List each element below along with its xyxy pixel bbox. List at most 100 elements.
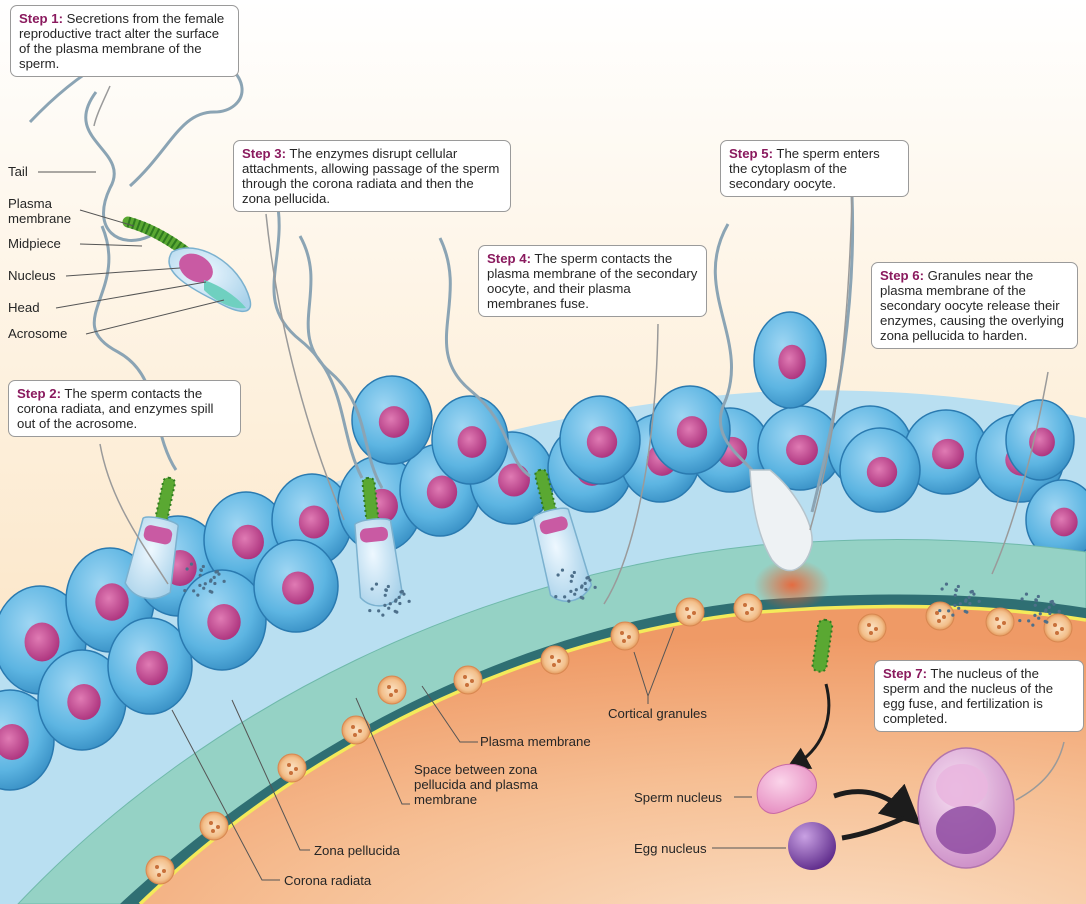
label-zona-pellucida: Zona pellucida xyxy=(314,843,400,858)
enzyme-speckle xyxy=(1034,598,1037,601)
step-1-label: Step 1: xyxy=(19,11,63,26)
enzyme-speckle xyxy=(954,594,957,597)
enzyme-speckle xyxy=(371,587,374,590)
enzyme-speckle xyxy=(951,613,954,616)
enzyme-speckle xyxy=(402,593,405,596)
enzyme-speckle xyxy=(594,586,597,589)
label-nucleus: Nucleus xyxy=(8,268,56,283)
corona-cell xyxy=(560,396,640,484)
label-acrosome: Acrosome xyxy=(8,326,67,341)
egg-nucleus xyxy=(788,822,836,870)
enzyme-speckle xyxy=(408,600,411,603)
cortical-granule xyxy=(676,598,704,626)
enzyme-speckle xyxy=(580,596,583,599)
enzyme-speckle xyxy=(387,607,390,610)
step-4-callout: Step 4: The sperm contacts the plasma me… xyxy=(478,245,707,317)
enzyme-speckle xyxy=(202,587,205,590)
enzyme-speckle xyxy=(1048,612,1051,615)
corona-cell xyxy=(178,570,266,670)
step-5-callout: Step 5: The sperm enters the cytoplasm o… xyxy=(720,140,909,197)
corona-cell xyxy=(352,376,432,464)
enzyme-speckle xyxy=(199,568,202,571)
corona-cell xyxy=(840,428,920,512)
enzyme-speckle xyxy=(941,587,944,590)
enzyme-speckle xyxy=(1021,597,1024,600)
enzyme-speckle xyxy=(947,609,950,612)
enzyme-speckle xyxy=(968,602,971,605)
cortical-granule xyxy=(278,754,306,782)
enzyme-speckle xyxy=(1039,612,1042,615)
enzyme-speckle xyxy=(196,593,199,596)
cortical-granule xyxy=(986,608,1014,636)
step-6-label: Step 6: xyxy=(880,268,924,283)
cortical-granule xyxy=(454,666,482,694)
corona-cell xyxy=(650,386,730,474)
enzyme-speckle xyxy=(190,563,193,566)
enzyme-speckle xyxy=(573,571,576,574)
enzyme-speckle xyxy=(387,585,390,588)
enzyme-speckle xyxy=(569,590,572,593)
enzyme-speckle xyxy=(1018,619,1021,622)
enzyme-speckle xyxy=(394,610,397,613)
enzyme-speckle xyxy=(580,586,583,589)
step-3-label: Step 3: xyxy=(242,146,286,161)
enzyme-speckle xyxy=(1044,620,1047,623)
enzyme-speckle xyxy=(209,590,212,593)
cortical-granule xyxy=(1044,614,1072,642)
enzyme-speckle xyxy=(573,593,576,596)
enzyme-speckle xyxy=(213,576,216,579)
step-2-label: Step 2: xyxy=(17,386,61,401)
enzyme-speckle xyxy=(954,588,957,591)
cortical-granule xyxy=(541,646,569,674)
enzyme-speckle xyxy=(1034,604,1037,607)
enzyme-speckle xyxy=(959,602,962,605)
enzyme-speckle xyxy=(384,594,387,597)
step-6-callout: Step 6: Granules near the plasma membran… xyxy=(871,262,1078,349)
label-midpiece: Midpiece xyxy=(8,236,61,251)
enzyme-speckle xyxy=(1025,593,1028,596)
enzyme-speckle xyxy=(1048,606,1051,609)
enzyme-speckle xyxy=(964,600,967,603)
enzyme-speckle xyxy=(1031,623,1034,626)
enzyme-speckle xyxy=(398,602,401,605)
label-head: Head xyxy=(8,300,40,315)
enzyme-speckle xyxy=(183,589,186,592)
enzyme-speckle xyxy=(394,600,397,603)
enzyme-speckle xyxy=(1027,619,1030,622)
enzyme-speckle xyxy=(1037,595,1040,598)
step-5-label: Step 5: xyxy=(729,146,773,161)
enzyme-speckle xyxy=(1033,614,1036,617)
enzyme-speckle xyxy=(938,609,941,612)
label-egg-nucleus: Egg nucleus xyxy=(634,841,707,856)
enzyme-speckle xyxy=(563,595,566,598)
enzyme-speckle xyxy=(368,609,371,612)
enzyme-speckle xyxy=(588,579,591,582)
enzyme-speckle xyxy=(567,599,570,602)
enzyme-speckle xyxy=(217,573,220,576)
enzyme-speckle xyxy=(570,574,573,577)
enzyme-speckle xyxy=(584,582,587,585)
step-7-label: Step 7: xyxy=(883,666,927,681)
enzyme-speckle xyxy=(204,582,207,585)
enzyme-speckle xyxy=(964,610,967,613)
label-corona-radiata: Corona radiata xyxy=(284,873,371,888)
step-1-callout: Step 1: Secretions from the female repro… xyxy=(10,5,239,77)
corona-cell xyxy=(754,312,826,408)
enzyme-speckle xyxy=(978,600,981,603)
enzyme-speckle xyxy=(1044,610,1047,613)
enzyme-speckle xyxy=(199,574,202,577)
label-cortical-granules: Cortical granules xyxy=(608,706,707,721)
enzyme-speckle xyxy=(375,583,378,586)
cortical-granule xyxy=(734,594,762,622)
enzyme-speckle xyxy=(957,585,960,588)
fused-nuclei xyxy=(918,748,1014,868)
enzyme-speckle xyxy=(561,569,564,572)
enzyme-speckle xyxy=(1052,603,1055,606)
enzyme-speckle xyxy=(209,580,212,583)
enzyme-speckle xyxy=(953,604,956,607)
enzyme-speckle xyxy=(213,582,216,585)
cortical-granule xyxy=(378,676,406,704)
step-3-callout: Step 3: The enzymes disrupt cellular att… xyxy=(233,140,511,212)
label-egg-plasma-membrane: Plasma membrane xyxy=(480,734,591,749)
